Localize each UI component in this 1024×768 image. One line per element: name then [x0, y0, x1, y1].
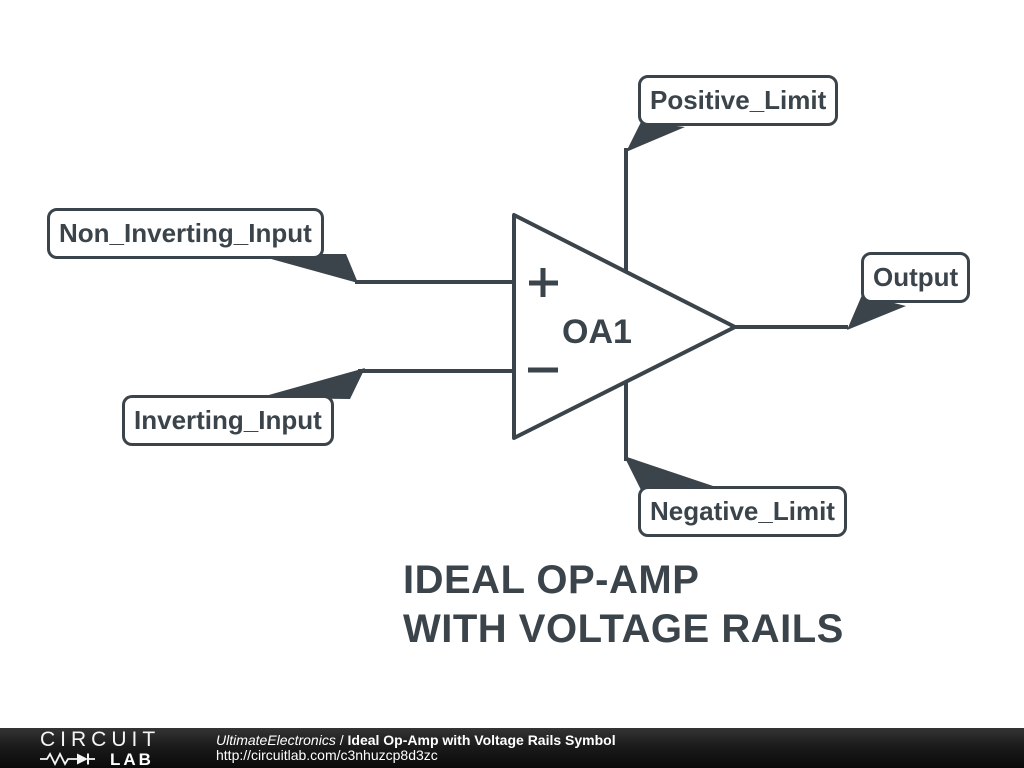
circuitlab-logo-lab: LAB	[110, 749, 154, 768]
inverting-label-tail	[258, 368, 365, 399]
plus-terminal-icon	[529, 268, 558, 297]
footer-bar: CIRCUIT LAB UltimateElectronics / Ideal …	[0, 728, 1024, 768]
footer-author: UltimateElectronics	[216, 732, 336, 748]
footer-attribution: UltimateElectronics / Ideal Op-Amp with …	[216, 733, 616, 748]
node-label-non-inverting-input: Non_Inverting_Input	[47, 208, 324, 259]
footer-url: http://circuitlab.com/c3nhuzcp8d3zc	[216, 747, 438, 763]
footer-doc-title: Ideal Op-Amp with Voltage Rails Symbol	[347, 732, 616, 748]
circuitlab-logo-wordmark: CIRCUIT	[40, 727, 161, 751]
footer-separator: /	[335, 732, 348, 748]
diagram-title: IDEAL OP-AMP WITH VOLTAGE RAILS	[403, 556, 844, 654]
footer-text: UltimateElectronics / Ideal Op-Amp with …	[216, 733, 616, 763]
circuitlab-logo: CIRCUIT LAB	[40, 729, 190, 768]
node-label-negative-limit: Negative_Limit	[638, 486, 847, 537]
diagram-title-line2: WITH VOLTAGE RAILS	[403, 607, 844, 651]
diagram-title-line1: IDEAL OP-AMP	[403, 558, 700, 602]
node-label-positive-limit: Positive_Limit	[638, 75, 839, 126]
opamp-designator: OA1	[562, 313, 632, 351]
positive-limit-label-tail	[626, 122, 685, 152]
node-label-output: Output	[861, 252, 971, 303]
node-label-inverting-input: Inverting_Input	[122, 395, 334, 446]
output-label-tail	[847, 295, 906, 330]
non-inverting-label-tail	[253, 254, 358, 283]
resistor-diode-icon	[40, 752, 95, 766]
negative-limit-label-tail	[624, 456, 722, 490]
opamp-triangle	[512, 213, 737, 440]
